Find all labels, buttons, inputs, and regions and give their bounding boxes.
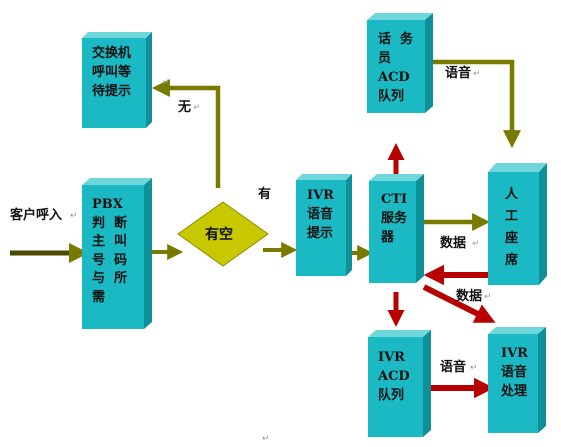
label-free: 有空: [205, 227, 233, 243]
return-mark: ↵: [70, 211, 78, 221]
label-switch-wait: 交换机 呼叫等 待提示: [92, 46, 132, 99]
label-ivr-process: IVR 语音 处理: [501, 346, 528, 399]
label-agent: 人 工 座 席: [505, 187, 519, 268]
label-cti: CTI 服务 器: [381, 192, 408, 245]
return-mark: ↵: [262, 434, 270, 444]
return-mark: ↵: [484, 292, 492, 302]
box-ivr-process: [488, 327, 546, 433]
return-mark: ↵: [473, 69, 481, 79]
label-data-1: 数据: [440, 236, 467, 251]
box-ivr-acd: [368, 330, 431, 437]
label-voice-bottom: 语音: [440, 360, 467, 375]
label-yes: 有: [258, 187, 272, 202]
arrow-acd-to-agent: [433, 59, 521, 149]
return-mark: ↵: [162, 78, 170, 88]
return-mark: ↵: [193, 103, 201, 113]
box-ivr-prompt: [296, 174, 352, 276]
box-pbx: [82, 178, 152, 329]
label-ivr-prompt: IVR 语音 提示: [307, 188, 334, 241]
arrow-cti-to-ivr-process: [422, 284, 496, 323]
box-switch-wait: [82, 32, 152, 128]
box-agent-acd: [367, 13, 433, 113]
return-mark: ↵: [472, 239, 480, 249]
box-cti: [369, 174, 424, 283]
label-ivr-acd: IVR ACD 队列: [378, 350, 410, 403]
decision-free: [177, 201, 269, 267]
box-agent: [488, 163, 547, 285]
arrow-no-to-switch: [151, 79, 221, 188]
label-incoming: 客户呼入: [10, 208, 63, 223]
label-pbx: PBX 判 断 主 叫 号 码 与 所 需: [92, 197, 128, 305]
return-mark: ↵: [470, 363, 478, 373]
label-voice-top: 语音: [445, 66, 472, 81]
label-agent-acd: 话 务 员 ACD 队列: [378, 32, 414, 104]
label-no: 无: [178, 100, 192, 115]
label-data-2: 数据: [456, 289, 483, 304]
